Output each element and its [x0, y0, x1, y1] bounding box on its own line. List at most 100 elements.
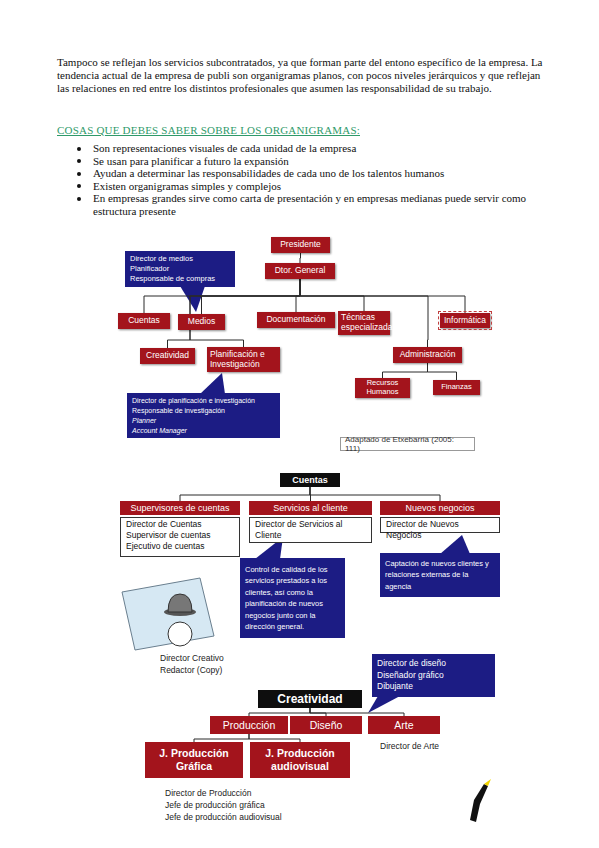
box-text: Presidente — [280, 240, 321, 250]
role-label: Director de Arte — [380, 740, 500, 752]
org-connector — [310, 708, 404, 716]
box-text: Cuentas — [128, 316, 160, 326]
card-box: Supervisores de cuentasDirector de Cuent… — [120, 501, 240, 557]
org-connector — [310, 487, 440, 501]
callout-tail — [368, 696, 400, 713]
org-connector — [180, 487, 310, 501]
box-text: Arte — [394, 719, 413, 731]
box-text: Account Manager — [132, 426, 187, 436]
box-text: Técnicas especializadas — [341, 313, 397, 333]
callout-tail — [200, 373, 225, 394]
org-connector — [249, 734, 300, 742]
department-box: Producción — [210, 716, 288, 734]
department-box-dark: Cuentas — [280, 473, 340, 487]
department-box: Finanzas — [433, 380, 480, 395]
box-text: Recursos Humanos — [357, 379, 408, 396]
section-heading: COSAS QUE DEBES SABER SOBRE LOS ORGANIGR… — [57, 124, 477, 137]
box-text: Informática — [444, 316, 486, 326]
department-box: Dtor. General — [265, 263, 335, 279]
card-body: Director de Nuevos Negocios — [380, 517, 500, 533]
box-text: Captación de nuevos clientes y relacione… — [385, 558, 495, 593]
card-body: Director de CuentasSupervisor de cuentas… — [120, 517, 240, 557]
box-text: Finanzas — [441, 383, 471, 392]
box-text: Director de planificación e investigació… — [132, 396, 255, 406]
box-text: Creatividad — [146, 351, 189, 361]
callout-box: Control de calidad de los servicios pres… — [240, 558, 345, 638]
bullet-text: En empresas grandes sirve como carta de … — [93, 192, 548, 217]
department-box: J. Producción Gráfica — [145, 742, 243, 778]
cartoon-hat — [168, 594, 192, 612]
box-text: Diseño — [310, 719, 343, 731]
department-box: Documentación — [257, 312, 335, 328]
box-text: Adaptado de Etxebarria (2005: 111) — [345, 435, 470, 453]
org-connector — [383, 363, 428, 378]
card-box: Servicios al clienteDirector de Servicio… — [249, 501, 372, 543]
org-connector — [300, 253, 302, 263]
box-text: Control de calidad de los servicios pres… — [245, 564, 340, 633]
paragraph: Tampoco se reflejan los servicios subcon… — [57, 56, 547, 95]
box-text: Documentación — [266, 315, 325, 325]
department-box: Diseño — [290, 716, 362, 734]
source-box: Adaptado de Etxebarria (2005: 111) — [340, 437, 475, 451]
org-connector — [249, 708, 310, 716]
callout-box: Captación de nuevos clientes y relacione… — [380, 553, 500, 597]
box-text: Planificación e Investigación — [210, 350, 277, 370]
org-connector — [310, 708, 326, 716]
cartoon-paper — [122, 578, 214, 650]
role-text: Director de Cuentas — [126, 519, 234, 530]
bullet-text: Se usan para planificar a futuro la expa… — [93, 155, 548, 168]
box-text: Director de medios — [130, 254, 193, 264]
card-box: Nuevos negociosDirector de Nuevos Negoci… — [380, 501, 500, 533]
header-text: Nuevos negocios — [405, 503, 474, 513]
cartoon-face — [168, 622, 192, 646]
box-text: Responsable de investigación — [132, 406, 225, 416]
org-connector — [300, 279, 364, 311]
box-text: Dtor. General — [275, 266, 326, 276]
role-text: Supervisor de cuentas — [126, 530, 234, 541]
department-box: Informática — [440, 313, 490, 328]
box-text: Creatividad — [277, 692, 342, 706]
bullet-text: Son representaciones visuales de cada un… — [93, 142, 548, 155]
org-connector — [194, 734, 249, 742]
callout-tail — [440, 535, 470, 554]
card-header: Servicios al cliente — [249, 501, 372, 515]
role-text: Director de Servicios al Cliente — [255, 519, 366, 541]
department-box: Administración — [393, 347, 462, 363]
role-label: Director de Producción — [165, 787, 365, 799]
department-box: Creatividad — [140, 348, 195, 364]
bullet-text: Existen organigramas simples y complejos — [93, 180, 548, 193]
department-box: J. Producción audiovisual — [250, 742, 350, 778]
box-text: Medios — [188, 317, 215, 327]
box-text: Director de diseño — [377, 658, 446, 670]
org-connector — [428, 363, 457, 380]
box-text: Diseñador gráfico — [377, 670, 444, 682]
box-text: Responsable de compras — [130, 274, 215, 284]
department-box: Presidente — [271, 237, 330, 253]
box-text: Producción — [223, 719, 276, 731]
role-text: Ejecutivo de cuentas — [126, 541, 234, 552]
header-text: Servicios al cliente — [273, 503, 348, 513]
box-text: Planner — [132, 416, 156, 426]
bullet-dot — [77, 184, 81, 188]
card-body: Director de Servicios al Cliente — [249, 517, 372, 543]
department-box: Recursos Humanos — [355, 378, 410, 398]
role-label: Redactor (Copy) — [160, 664, 300, 676]
callout-box: Director de mediosPlanificadorResponsabl… — [125, 251, 235, 287]
department-box: Planificación e Investigación — [207, 347, 280, 372]
role-label: Jefe de producción audiovisual — [165, 811, 365, 823]
department-box-dark: Creatividad — [258, 690, 362, 708]
department-box: Arte — [368, 716, 440, 734]
role-label: Jefe de producción gráfica — [165, 799, 365, 811]
callout-box: Director de planificación e investigació… — [127, 393, 280, 438]
bullet-dot — [77, 172, 81, 176]
box-text: Dibujante — [377, 681, 413, 693]
box-text: J. Producción Gráfica — [148, 747, 240, 773]
role-label: Director Creativo — [160, 652, 300, 664]
department-box: Medios — [178, 314, 225, 330]
bullet-text: Ayudan a determinar las responsabilidade… — [93, 167, 548, 180]
pen-shape — [470, 784, 488, 822]
bullet-dot — [77, 197, 81, 201]
bullet-dot — [77, 159, 81, 163]
pen-tip — [484, 779, 491, 786]
